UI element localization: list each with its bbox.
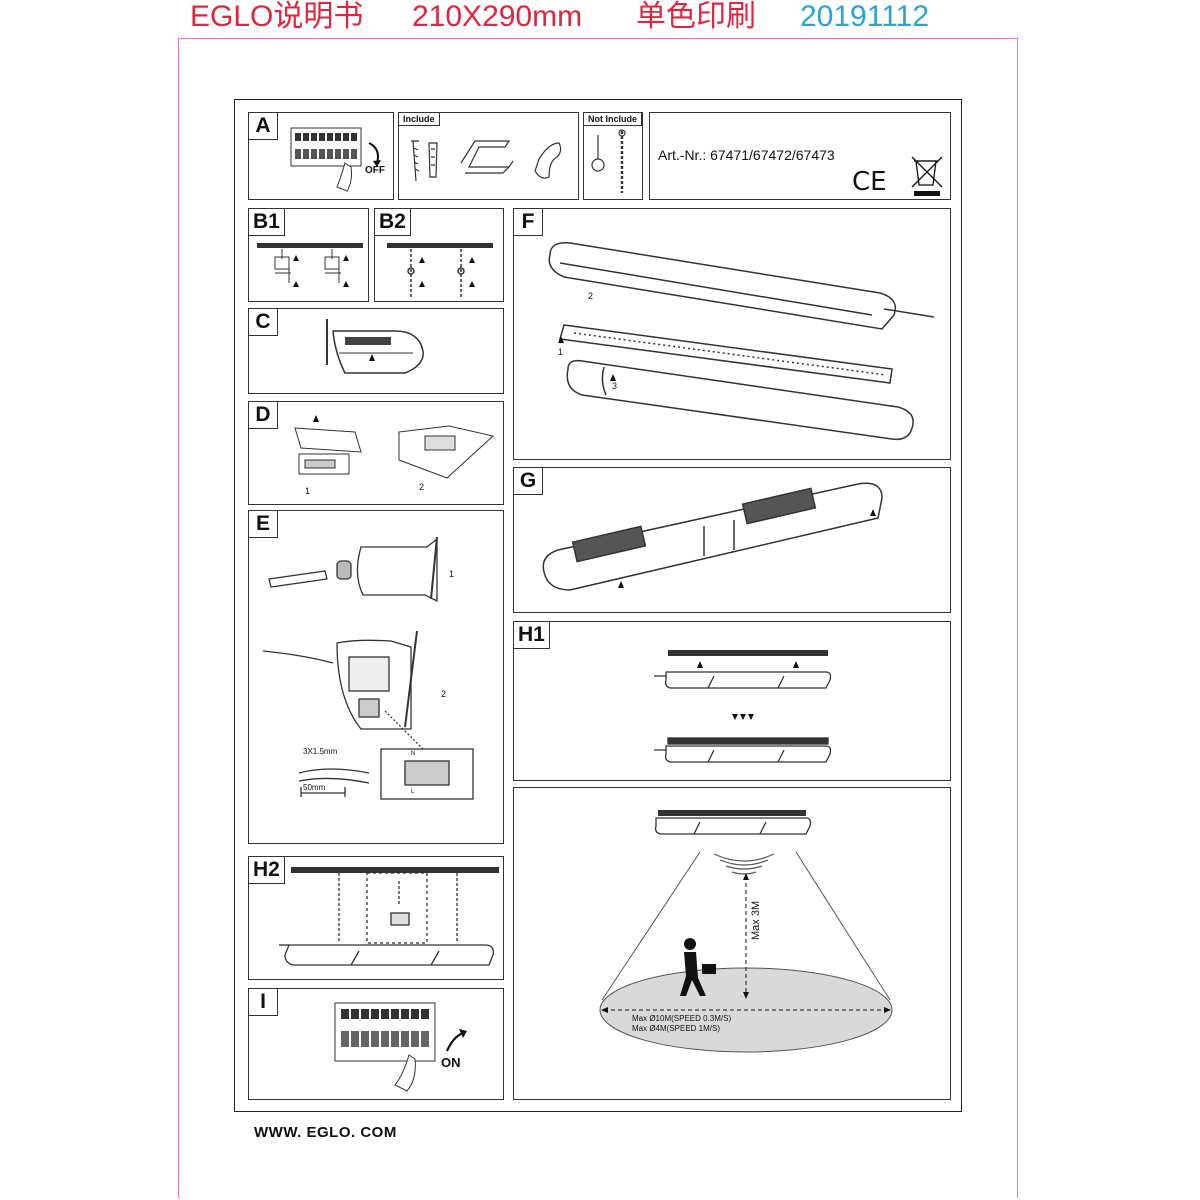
assembled-fixture-illustration <box>542 482 883 591</box>
panel-h1: H1 <box>513 621 951 781</box>
mounting-bracket-icon <box>460 140 514 168</box>
panel-label: H1 <box>514 622 550 649</box>
panel-label: F <box>514 209 543 236</box>
step-2-label: 2 <box>441 689 447 699</box>
panel-b2: B2 <box>374 208 504 302</box>
panel-include: Include <box>398 112 579 200</box>
bracket-mounting-illustration <box>257 243 363 287</box>
panel-a: A OFF <box>248 112 394 200</box>
panel-d: D 1 2 <box>248 401 504 505</box>
strip-length: 50mm <box>303 783 326 792</box>
instruction-sheet: A OFF Include Not Include <box>234 99 962 1112</box>
excluded-parts-illustration <box>591 129 626 193</box>
step-2-label: 2 <box>419 482 425 492</box>
screw-icon <box>411 140 420 182</box>
wire-spec: 3X1.5mm <box>303 747 338 756</box>
panel-label: H2 <box>249 857 285 884</box>
panel-label: E <box>249 511 278 538</box>
panel-b1: B1 <box>248 208 369 302</box>
sensor-range-illustration <box>599 810 893 1053</box>
breaker-on-illustration <box>334 1002 467 1092</box>
step-1-label: 1 <box>305 486 311 496</box>
panel-label: D <box>249 402 278 429</box>
not-include-label: Not Include <box>584 113 642 126</box>
article-number: Art.-Nr.: 67471/67472/67473 <box>658 147 835 163</box>
panel-label: B1 <box>249 209 285 236</box>
chain-mounting-illustration <box>387 243 493 299</box>
clip-icon <box>534 142 562 179</box>
wiring-illustration <box>262 536 474 800</box>
neutral-label: N <box>411 751 416 757</box>
fixture-clip-illustration <box>326 319 424 374</box>
panel-label: G <box>514 468 543 495</box>
print-spec: 单色印刷 <box>636 0 756 33</box>
panel-sensor: Max 3M Max Ø10M(SPEED 0.3M/S) Max Ø4M(SP… <box>513 787 951 1100</box>
panel-label: C <box>249 309 278 336</box>
size-spec: 210X290mm <box>412 0 583 33</box>
step-1-label: 1 <box>558 347 564 357</box>
panel-c: C <box>248 308 504 394</box>
detection-range-fast: Max Ø4M(SPEED 1M/S) <box>632 1024 721 1033</box>
exploded-fixture-illustration <box>548 242 935 441</box>
weee-bin-icon <box>911 156 943 196</box>
cover-removal-illustration <box>294 415 495 479</box>
ce-mark: CE <box>852 167 887 197</box>
step-3-label: 3 <box>612 381 618 391</box>
panel-i: I ON <box>248 988 504 1100</box>
step-1-label: 1 <box>449 569 455 579</box>
wall-plug-icon <box>428 142 438 178</box>
on-text: ON <box>441 1055 461 1070</box>
detection-range-slow: Max Ø10M(SPEED 0.3M/S) <box>632 1014 732 1023</box>
panel-e: E 1 2 3X1.5mm 50mm N L <box>248 510 504 844</box>
panel-f: F 1 2 3 <box>513 208 951 460</box>
panel-label: A <box>249 113 278 140</box>
off-text: OFF <box>365 165 385 176</box>
panel-g: G <box>513 467 951 613</box>
trim-frame <box>178 38 1018 1198</box>
max-height-label: Max 3M <box>750 900 762 940</box>
pendant-mounting-illustration <box>279 867 499 966</box>
breaker-off-illustration <box>290 127 381 192</box>
date-stamp: 20191112 <box>800 0 930 33</box>
included-parts-illustration <box>411 140 562 182</box>
eye-hook-icon <box>591 158 605 172</box>
print-spec-header: EGLO说明书 210X290mm 单色印刷 20191112 <box>0 0 1200 40</box>
panel-label: I <box>249 989 278 1016</box>
panel-not-include: Not Include <box>583 112 643 200</box>
panel-h2: H2 <box>248 856 504 980</box>
brand-title: EGLO说明书 <box>190 0 364 33</box>
step-2-label: 2 <box>588 291 594 301</box>
surface-mounting-illustration <box>654 650 832 763</box>
walking-person-icon <box>680 938 716 996</box>
live-label: L <box>411 789 415 795</box>
website-footer: WWW. EGLO. COM <box>254 1124 397 1141</box>
include-label: Include <box>399 113 440 126</box>
panel-article: Art.-Nr.: 67471/67472/67473 CE <box>649 112 951 200</box>
panel-label: B2 <box>375 209 411 236</box>
